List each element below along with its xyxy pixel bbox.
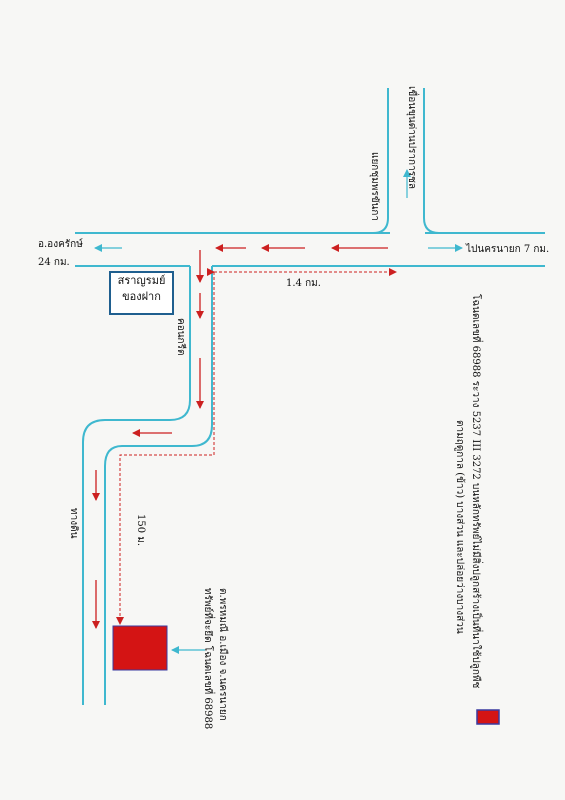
distance-150-m	[116, 272, 215, 625]
label-intersection: แยกชุมพรขันกา	[369, 152, 380, 222]
legend-line1: โฉนดเลขที่ 68988 ระวาง 5237 III 3272 บนห…	[470, 294, 481, 689]
landmark-line1: สราญรมย์	[117, 274, 166, 287]
dam-road-right	[423, 88, 440, 234]
distance-markers	[116, 268, 397, 625]
label-ongkharak: อ.องครักษ์	[38, 239, 83, 250]
label-dam: เขื่อนขุนด่านปราการชล	[406, 86, 417, 190]
landmark-box: สราญรมย์ ของฝาก	[109, 271, 174, 315]
label-24-km: 24 กม.	[38, 257, 70, 268]
concrete-road-left	[82, 266, 191, 705]
label-1-4-km: 1.4 กม.	[286, 278, 321, 289]
dam-road-left	[372, 88, 389, 234]
label-dirt-road: ทางดิน	[68, 508, 79, 539]
legend-swatch	[476, 709, 500, 725]
landmark-line2: ของฝาก	[122, 290, 161, 303]
blue-arrows	[94, 169, 463, 654]
red-route-arrows	[92, 244, 388, 629]
label-concrete: คอนกรีต	[175, 318, 186, 356]
road-lines	[75, 88, 545, 705]
concrete-road-right	[104, 266, 213, 705]
legend-line2: ตามฤดูกาล (ข้าว) บางส่วน และปล่อยว่างบาง…	[454, 420, 465, 634]
plot-title: ทรัพย์ที่จะยึด โฉนดเลขที่ 68988	[202, 588, 213, 730]
plot-address: ต.พรหมณี อ.เมือง จ.นครนายก	[217, 588, 228, 721]
label-150-m: 150 ม.	[135, 514, 146, 547]
plot-square	[112, 625, 168, 671]
label-to-nakhon-nayok: ไปนครนายก 7 กม.	[466, 244, 550, 255]
